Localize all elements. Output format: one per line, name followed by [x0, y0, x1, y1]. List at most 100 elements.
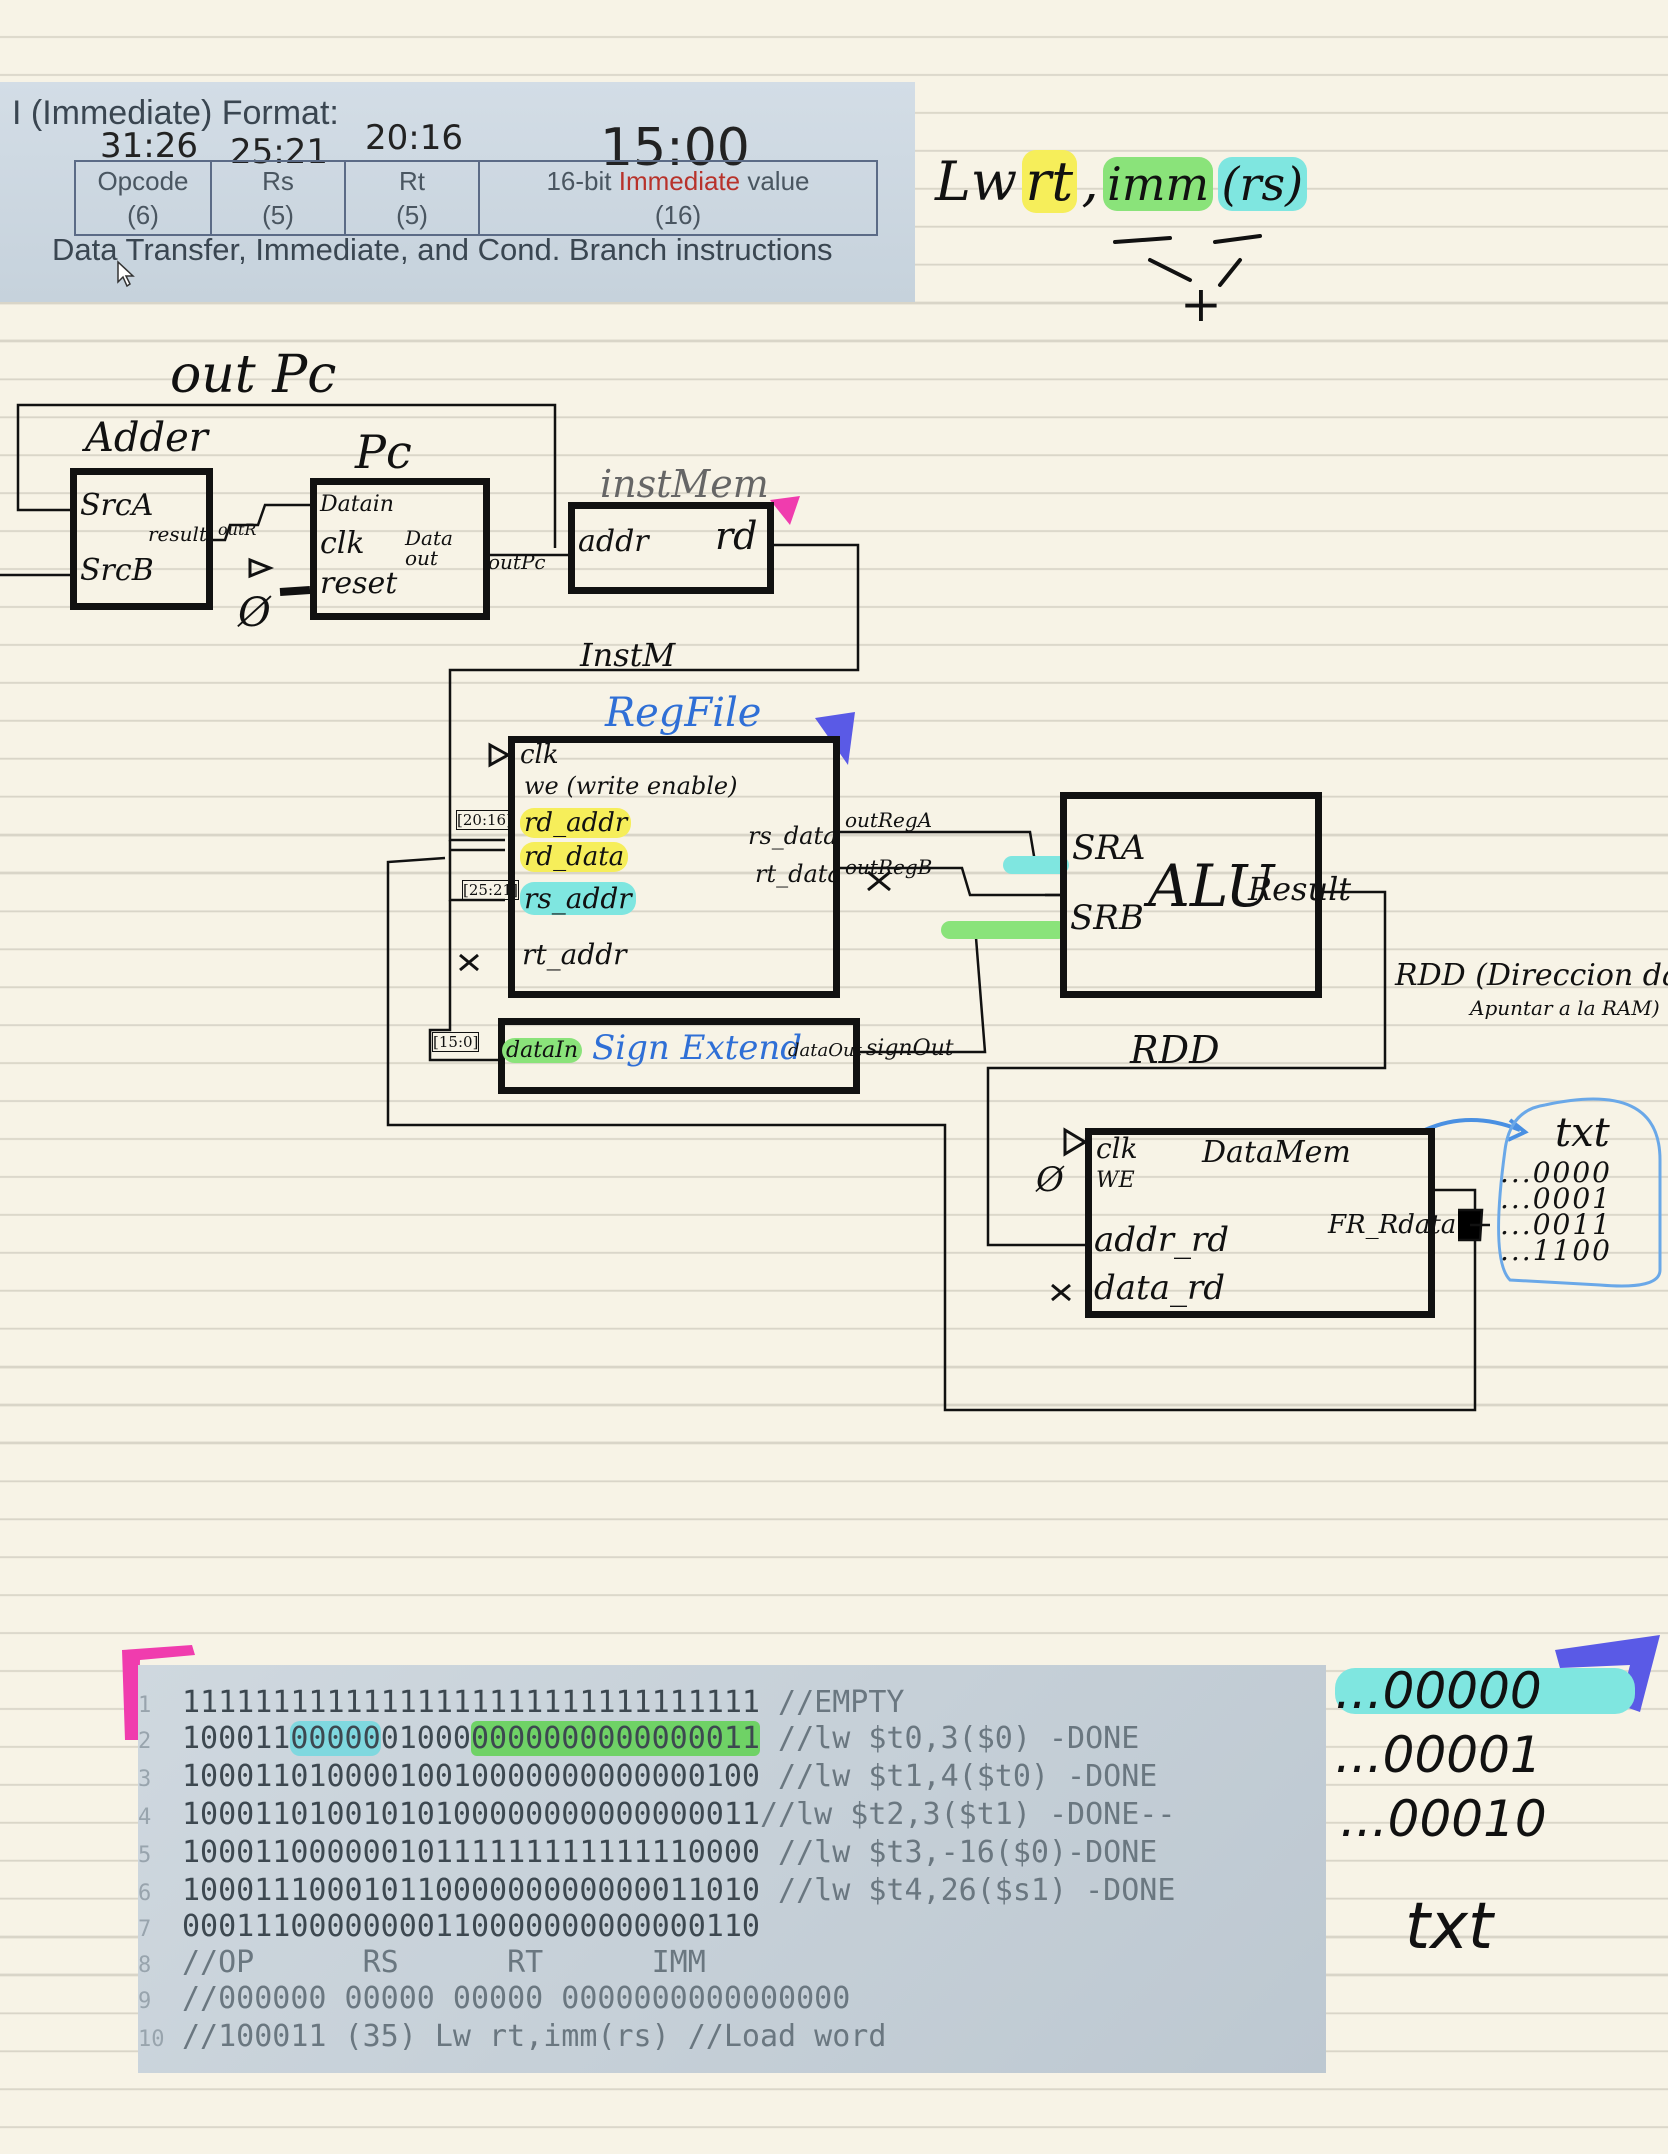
- pc-clk: clk: [320, 526, 365, 561]
- rt-label: Rt: [399, 166, 425, 196]
- instmem-title: instMem: [600, 462, 769, 506]
- right-note-line: ...00010: [1340, 1790, 1547, 1848]
- right-note-line: ...00001: [1335, 1726, 1542, 1784]
- datamem-block: [1085, 1128, 1435, 1318]
- pc-block: [310, 478, 490, 620]
- regfile-title: RegFile: [605, 690, 762, 736]
- txt-line: ...0000: [1500, 1156, 1612, 1189]
- pink-marker-flag: [770, 496, 800, 525]
- txt-line: ...1100: [1500, 1234, 1612, 1267]
- alu-src-b: SRB: [1070, 898, 1144, 938]
- lw-rt: rt: [1021, 150, 1078, 213]
- regfile-block: [508, 736, 840, 998]
- out-reg-a: outRegA: [845, 808, 933, 832]
- alu-result: Result: [1248, 870, 1352, 908]
- lw-word: Lw: [935, 150, 1018, 213]
- pc-title: Pc: [355, 425, 412, 479]
- pc-reset: reset: [320, 566, 398, 601]
- instmem-addr: addr: [578, 524, 649, 559]
- sign-extend-data-out: dataOut: [788, 1040, 862, 1061]
- regfile-rt-data: rt_data: [755, 860, 842, 888]
- cyan-highlight: [1335, 1668, 1635, 1714]
- adder-src-a: SrcA: [80, 488, 154, 523]
- regfile-rs-addr: rs_addr: [520, 882, 636, 915]
- rs-bits: (5): [262, 200, 294, 230]
- pc-data-in: Datain: [320, 492, 394, 517]
- datamem-we-value: Ø: [1036, 1160, 1064, 1200]
- code-line: 9//000000 00000 00000 0000000000000000: [138, 1981, 851, 2016]
- opcode-label: Opcode: [97, 166, 189, 196]
- adder-title: Adder: [85, 415, 208, 461]
- bits-20-16: [20:16]: [456, 810, 513, 830]
- bits-15-0: [15:0]: [432, 1032, 480, 1052]
- rs-label: Rs: [262, 166, 294, 196]
- datamem-addr-rd: addr_rd: [1094, 1220, 1230, 1260]
- alu-block: [1060, 792, 1322, 998]
- lw-note: Lw rt , imm (rs): [935, 150, 1308, 213]
- datamem-fr-rdata: FR_Rdata: [1328, 1210, 1457, 1240]
- lw-imm: imm: [1103, 157, 1214, 211]
- right-note-txt: txt: [1405, 1890, 1494, 1964]
- rs-range: 25:21: [230, 132, 328, 172]
- mouse-cursor-icon: [117, 260, 135, 288]
- regfile-rd-addr: rd_addr: [520, 808, 632, 838]
- rt-bits: (5): [396, 200, 428, 230]
- opcode-cell: Opcode (6): [76, 162, 212, 234]
- lw-comma: ,: [1081, 150, 1099, 213]
- rdd-label: RDD: [1130, 1028, 1220, 1072]
- datamem-we: WE: [1096, 1168, 1135, 1193]
- format-table: Opcode (6) Rs (5) Rt (5) 16-bit Immediat…: [74, 160, 878, 236]
- lw-rs: (rs): [1217, 157, 1308, 211]
- pc-reset-value: Ø: [238, 590, 271, 636]
- lw-plus: +: [1180, 275, 1222, 333]
- inst-m-label: InstM: [580, 636, 676, 674]
- opcode-bits: (6): [127, 200, 159, 230]
- out-pc-label: out Pc: [170, 345, 337, 405]
- instmem-block: [568, 502, 774, 594]
- opcode-range: 31:26: [100, 126, 198, 166]
- format-caption: Data Transfer, Immediate, and Cond. Bran…: [52, 232, 833, 267]
- rt-range: 20:16: [365, 118, 463, 158]
- right-note-line: ...00000: [1335, 1662, 1542, 1720]
- regfile-rd-data: rd_data: [520, 842, 629, 872]
- datamem-title: DataMem: [1202, 1135, 1351, 1170]
- regfile-rt-addr: rt_addr: [522, 938, 627, 971]
- imm-range: 15:00: [600, 118, 750, 178]
- sign-extend-title: Sign Extend: [592, 1028, 803, 1068]
- txt-note-title: txt: [1555, 1110, 1610, 1156]
- code-line: 8//OP RS RT IMM: [138, 1945, 706, 1980]
- rs-cell: Rs (5): [212, 162, 346, 234]
- bits-25-21: [25:21]: [462, 880, 519, 900]
- format-title: I (Immediate) Format:: [12, 94, 339, 132]
- immediate-label: 16-bit Immediate value: [546, 166, 810, 196]
- regfile-we: we (write enable): [524, 772, 738, 800]
- rdd-note-line1: RDD (Direccion dato a: [1395, 958, 1668, 993]
- i-format-card: I (Immediate) Format: 31:26 25:21 20:16 …: [0, 82, 915, 302]
- code-line: 10//100011 (35) Lw rt,imm(rs) //Load wor…: [138, 2019, 887, 2054]
- regfile-clk: clk: [520, 740, 559, 770]
- pc-out-pc: outPc: [488, 550, 546, 574]
- sign-extend-data-in: dataIn: [502, 1038, 583, 1063]
- adder-src-b: SrcB: [80, 553, 154, 588]
- txt-line: ...0001: [1500, 1182, 1612, 1215]
- immediate-bits: (16): [654, 200, 702, 230]
- datamem-data-rd: data_rd: [1094, 1268, 1225, 1308]
- sign-out-label: signOut: [866, 1036, 954, 1061]
- pink-marker-flag-2: [122, 1645, 195, 1740]
- rt-cell: Rt (5): [346, 162, 480, 234]
- regfile-rs-data: rs_data: [748, 822, 838, 850]
- alu-src-a: SRA: [1072, 828, 1146, 868]
- adder-block: [70, 468, 213, 610]
- adder-result: result: [148, 522, 207, 546]
- pc-data-out: Data out: [405, 526, 453, 570]
- sign-extend-block: [498, 1018, 860, 1094]
- instmem-rd: rd: [715, 514, 758, 558]
- immediate-cell: 16-bit Immediate value (16): [480, 162, 876, 234]
- adder-out-r: outR: [218, 520, 257, 539]
